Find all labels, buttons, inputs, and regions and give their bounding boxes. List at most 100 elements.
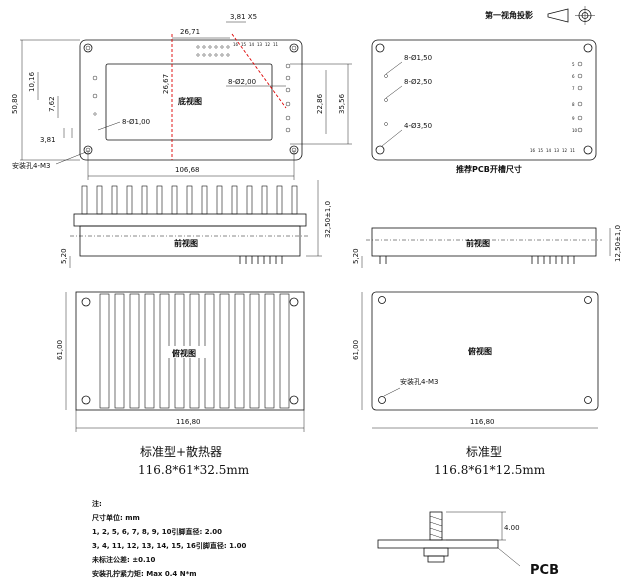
screw-detail: 4.00 PCB: [377, 511, 559, 578]
svg-text:6: 6: [572, 74, 575, 79]
heatsink-fin: [246, 185, 253, 215]
note-line: 尺寸单位: mm: [91, 513, 140, 522]
heatsink-fin: [171, 185, 178, 215]
pcb-hole-b: 8-Ø2,50: [404, 78, 432, 86]
fin-groove: [144, 293, 155, 409]
pcb-view: 8-Ø1,50 8-Ø2,50 4-Ø3,50 5 6 7 8 9 10 16 …: [371, 39, 597, 174]
fin-groove: [114, 293, 125, 409]
detail-height: 4.00: [504, 524, 520, 532]
pcb-board: [377, 539, 499, 549]
pin-row-top: [196, 45, 230, 57]
dim-top-width: 26,71: [180, 28, 200, 36]
svg-text:13: 13: [257, 42, 263, 47]
heatsink-fin: [276, 185, 283, 215]
note-line: 3, 4, 11, 12, 13, 14, 15, 16引脚直径: 1.00: [92, 541, 246, 550]
dim-front-standard-height: 12,50±1,0: [614, 225, 622, 262]
front-view-heatsink: 前视图 32,50±1,0 5,20: [60, 180, 332, 268]
top-standard-title: 俯视图: [468, 346, 492, 356]
pcb-hole-a: 8-Ø1,50: [404, 54, 432, 62]
bottom-mount-hole-label: 安装孔4-M3: [12, 161, 50, 170]
pcb-view-title: 推荐PCB开槽尺寸: [456, 164, 522, 174]
screw-head-icon: [423, 547, 449, 557]
svg-text:16: 16: [530, 148, 536, 153]
fin-groove: [234, 293, 245, 409]
fin-groove: [264, 293, 275, 409]
dim-left-c: 3,81: [40, 136, 56, 144]
fin-groove: [249, 293, 260, 409]
note-line: 1, 2, 5, 6, 7, 8, 9, 10引脚直径: 2.00: [92, 527, 222, 536]
pcb-pin-holes: [384, 61, 583, 133]
svg-text:10: 10: [572, 128, 578, 133]
heatsink-fin: [201, 185, 208, 215]
bottom-view-outline: [79, 39, 303, 161]
svg-text:14: 14: [249, 42, 255, 47]
svg-text:11: 11: [273, 42, 279, 47]
top-heatsink-outline: [75, 291, 305, 411]
bottom-view-title: 底视图: [177, 96, 202, 106]
heatsink-fin: [81, 185, 88, 215]
mount-hole-icon: [83, 43, 299, 155]
top-heatsink-mount-hole-icon: [81, 297, 299, 405]
pcb-view-outline: [371, 39, 597, 161]
heatsink-fin: [126, 185, 133, 215]
top-heatsink-title: 俯视图: [172, 348, 196, 358]
top-standard-mount-hole-icon: [378, 296, 592, 404]
dim-right-a: 22,86: [316, 93, 324, 114]
dim-left-height: 50,80: [11, 94, 19, 114]
svg-text:14: 14: [546, 148, 552, 153]
fin-groove: [219, 293, 230, 409]
caption-standard-name: 标准型: [466, 445, 502, 459]
heatsink-fins: [81, 185, 298, 215]
heatsink-fin: [186, 185, 193, 215]
front-standard-title: 前视图: [466, 238, 490, 248]
front-view-standard: 前视图 12,50±1,0 5,20: [352, 225, 622, 268]
caption-heatsink-size: 116.8*61*32.5mm: [138, 463, 250, 477]
svg-text:15: 15: [538, 148, 544, 153]
front-standard-body: [371, 227, 597, 257]
top-standard-outline: [371, 291, 599, 411]
dim-hole-pin: 8-Ø1,00: [122, 118, 150, 126]
pcb-pin-numbers-right: 5 6 7 8 9 10: [572, 62, 578, 133]
heatsink-fin: [231, 185, 238, 215]
fin-groove: [159, 293, 170, 409]
dim-left-a: 10,16: [28, 71, 36, 92]
heatsink-fin: [141, 185, 148, 215]
heatsink-fin: [291, 185, 298, 215]
svg-text:13: 13: [554, 148, 560, 153]
dim-top-heatsink-depth: 61,00: [56, 340, 64, 360]
projection-symbol: 第一视角投影: [485, 6, 595, 25]
pcb-hole-c: 4-Ø3,50: [404, 122, 432, 130]
heatsink-fin: [96, 185, 103, 215]
pcb-pin-numbers-bottom: 16 15 14 13 12 11: [530, 148, 576, 153]
svg-text:7: 7: [572, 86, 575, 91]
note-line: 未标注公差: ±0.10: [92, 555, 156, 564]
bottom-view-inner-window: [105, 63, 273, 141]
fin-groove: [129, 293, 140, 409]
dim-front-heatsink-offset: 5,20: [60, 248, 68, 264]
pin-column-right: [285, 63, 291, 133]
svg-text:16: 16: [233, 42, 239, 47]
svg-text:5: 5: [572, 62, 575, 67]
svg-text:8: 8: [572, 102, 575, 107]
dim-top-standard-width: 116,80: [470, 418, 495, 426]
dim-front-standard-offset: 5,20: [352, 248, 360, 264]
front-heatsink-pins: [239, 256, 283, 264]
dim-top-small: 3,81 X5: [230, 13, 257, 21]
dim-top-standard-depth: 61,00: [352, 340, 360, 360]
svg-text:12: 12: [562, 148, 568, 153]
fin-groove: [99, 293, 110, 409]
svg-text:12: 12: [265, 42, 271, 47]
top-standard-mount-hole-label: 安装孔4-M3: [400, 377, 438, 386]
front-heatsink-body: [79, 225, 301, 257]
dim-left-b: 7,62: [48, 96, 56, 112]
dim-right-b: 35,56: [338, 93, 346, 114]
note-line: 安装孔拧紧力矩: Max 0.4 N*m: [92, 569, 197, 578]
projection-label: 第一视角投影: [485, 10, 533, 20]
detail-pcb-label: PCB: [530, 563, 559, 578]
caption-heatsink-name: 标准型+散热器: [140, 444, 222, 459]
heatsink-fin: [156, 185, 163, 215]
bottom-view: 底视图 3,81 X5 26,71 50,80 10,16 7,62 3,81 …: [11, 13, 352, 180]
caption-standard-size: 116.8*61*12.5mm: [434, 463, 546, 477]
notes: 注: 尺寸单位: mm 1, 2, 5, 6, 7, 8, 9, 10引脚直径:…: [91, 499, 246, 578]
